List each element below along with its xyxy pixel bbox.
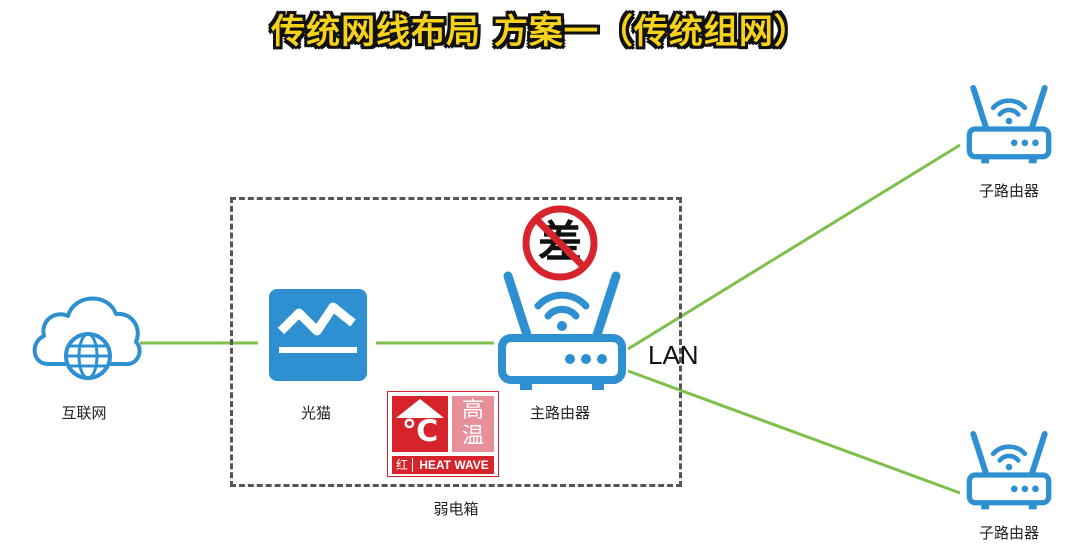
- heat-text-bottom: 温: [461, 424, 484, 449]
- sub-router-top-label: 子路由器: [978, 182, 1039, 200]
- sub-router-bottom-icon: [966, 430, 1052, 510]
- lan-label: LAN: [648, 340, 699, 370]
- link-router-subrouter-bottom: [627, 369, 961, 495]
- sub-router-top-icon: [966, 84, 1052, 164]
- modem-label: 光猫: [300, 404, 331, 422]
- heat-text-top: 高: [461, 398, 484, 423]
- internet-label: 互联网: [61, 404, 107, 422]
- heat-wave-badge: ℃ 高 温 红 HEAT WAVE: [387, 391, 499, 477]
- weak-box-frame: [230, 197, 682, 487]
- page-title: 传统网线布局 方案一（传统组网）: [271, 12, 809, 52]
- heat-level-divider: [412, 458, 413, 472]
- no-sign-icon: 差: [521, 204, 599, 282]
- thermometer-icon: ℃: [392, 396, 448, 452]
- weak-box-label: 弱电箱: [433, 500, 479, 518]
- heat-symbol: ℃: [401, 414, 439, 449]
- main-router-label: 主路由器: [529, 404, 590, 422]
- sub-router-bottom-label: 子路由器: [978, 524, 1039, 542]
- link-router-subrouter-top: [627, 143, 961, 351]
- heat-level: 红: [395, 458, 408, 472]
- heat-side-panel: 高 温: [452, 396, 494, 452]
- main-router-icon: [498, 271, 626, 390]
- cloud-globe-icon: [32, 296, 142, 380]
- heat-caption: HEAT WAVE: [419, 458, 489, 472]
- modem-icon: [269, 289, 367, 381]
- heat-caption-bar: 红 HEAT WAVE: [392, 456, 494, 474]
